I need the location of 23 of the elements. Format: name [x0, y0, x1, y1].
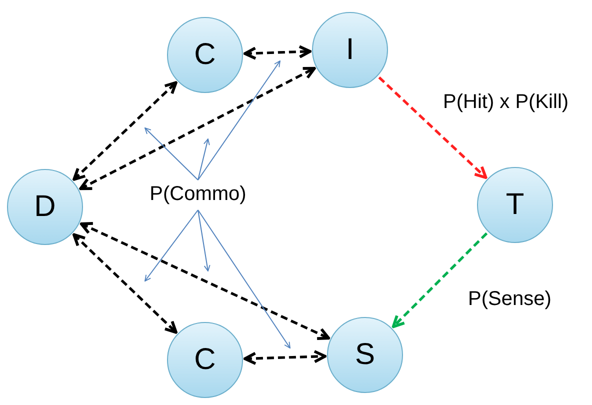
leader-arrow: [198, 210, 290, 348]
node-label: I: [346, 35, 354, 65]
dashed-arrow: [378, 76, 488, 180]
node-label: T: [506, 190, 524, 220]
node-label: D: [34, 192, 56, 222]
node-label: S: [354, 340, 375, 370]
leader-arrow: [144, 210, 198, 282]
dashed-arrow: [80, 222, 330, 340]
node-circle: [7, 169, 83, 245]
leader-arrow: [198, 60, 280, 180]
dashed-arrow: [392, 232, 488, 328]
leader-arrow: [198, 138, 210, 180]
dashed-arrow: [72, 81, 178, 181]
node-circle: [327, 317, 403, 393]
leader-arrow: [198, 210, 210, 272]
node-label: C: [194, 40, 216, 70]
dashed-arrow: [72, 233, 178, 334]
leader-arrow: [144, 128, 198, 180]
dashed-arrow: [244, 45, 312, 60]
node-label: C: [194, 345, 216, 375]
dashed-arrow: [244, 350, 326, 366]
probability-label: P(Commo): [136, 182, 260, 208]
dashed-arrow: [79, 66, 316, 190]
